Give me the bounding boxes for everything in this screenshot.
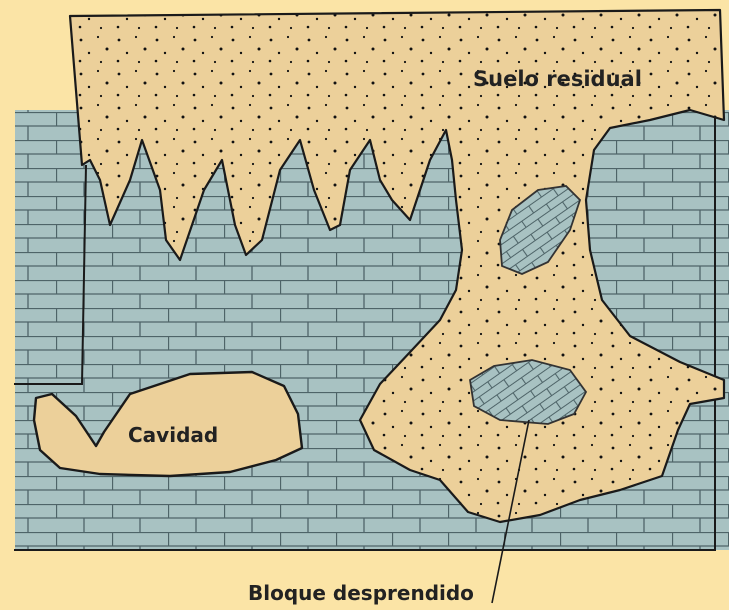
label-detached-block: Bloque desprendido <box>248 581 474 605</box>
label-residual-soil: Suelo residual <box>473 67 642 91</box>
label-cavity: Cavidad <box>128 423 218 447</box>
